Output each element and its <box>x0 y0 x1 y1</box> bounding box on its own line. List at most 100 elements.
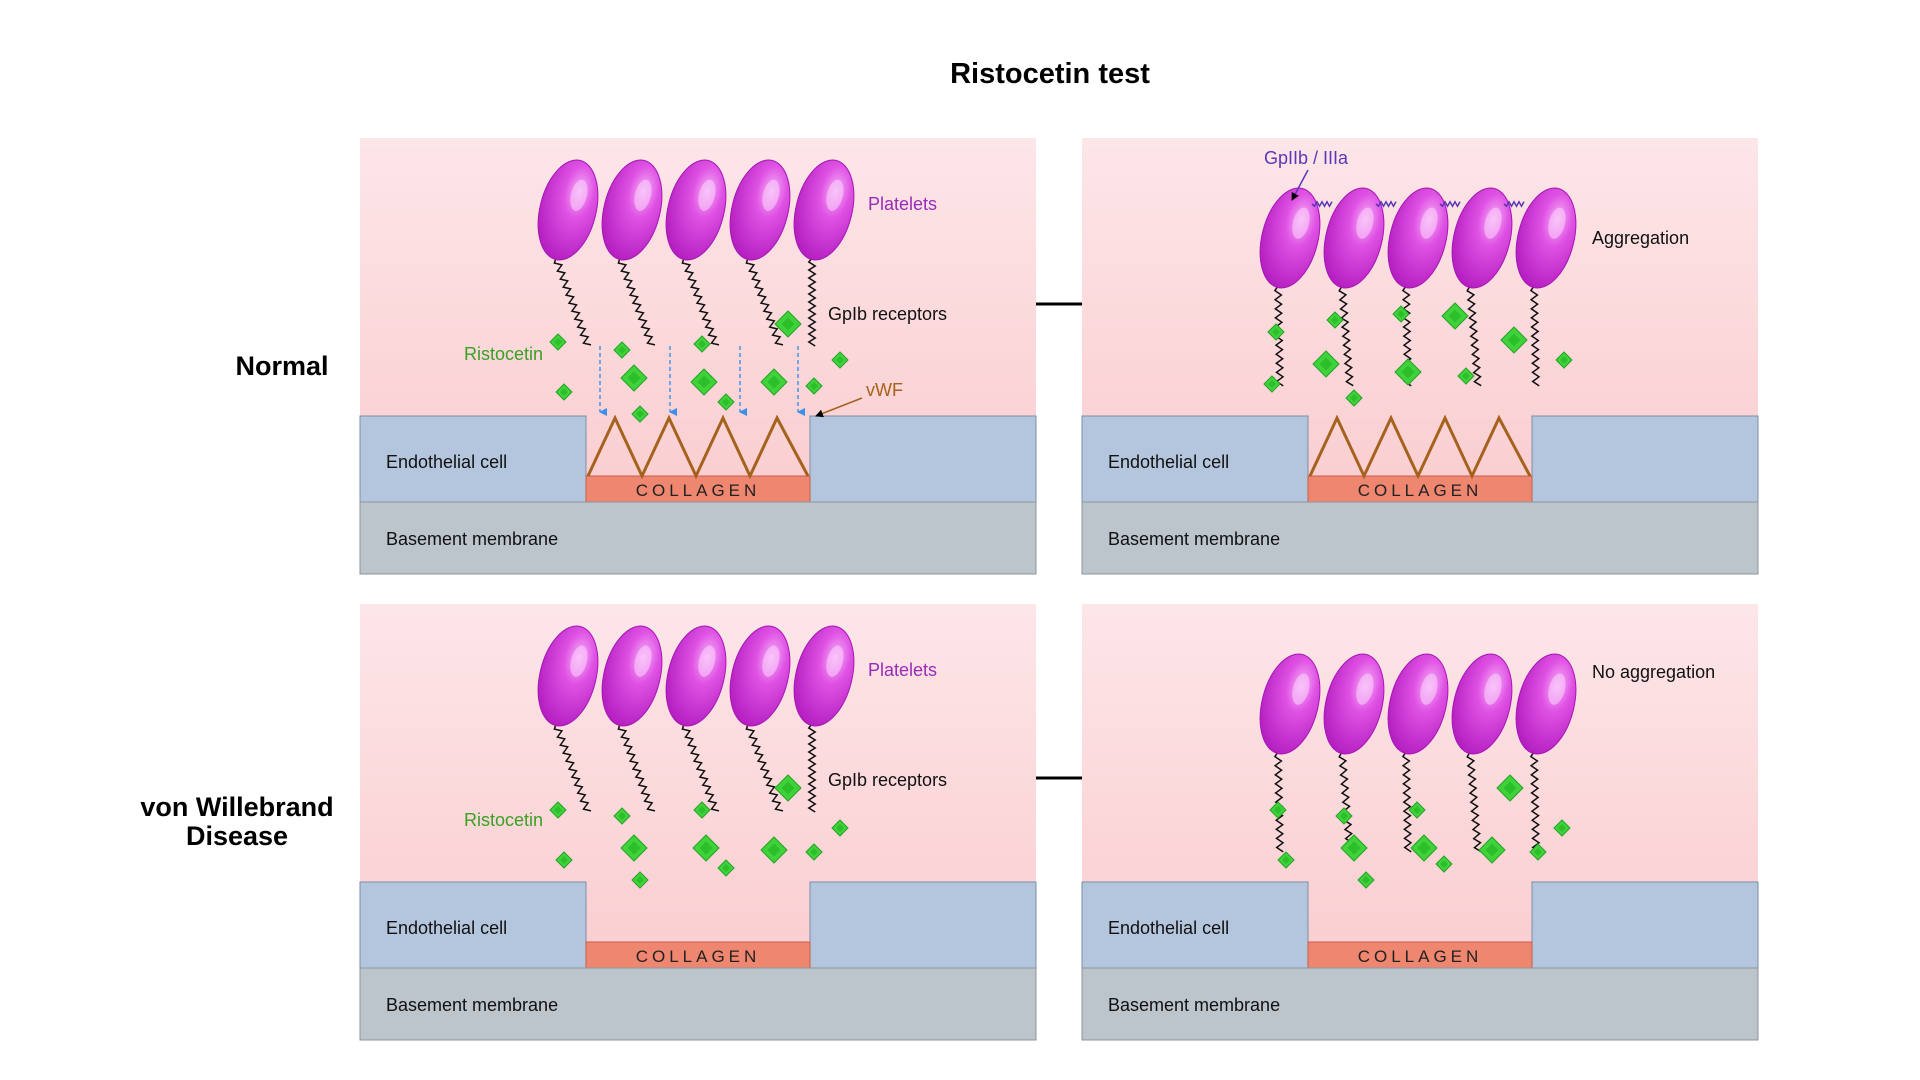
ristocetin-molecule <box>1263 375 1281 393</box>
gpib-receptor <box>681 257 720 346</box>
basement-membrane <box>1081 501 1759 575</box>
gpib-receptor <box>1273 751 1285 853</box>
ristocetin-molecule <box>1312 350 1340 378</box>
platelet <box>1515 187 1577 289</box>
ristocetin-molecule <box>692 834 720 862</box>
platelet <box>1515 653 1577 755</box>
aggregation-label: Aggregation <box>1592 228 1689 248</box>
gpib-receptor <box>1466 751 1482 853</box>
ristocetin-molecule <box>774 310 802 338</box>
ristocetin-molecule <box>1500 326 1528 354</box>
collagen-layer <box>585 941 811 969</box>
ristocetin-molecule <box>1435 855 1453 873</box>
basement-membrane-label: Basement membrane <box>386 529 558 549</box>
ristocetin-molecule <box>620 364 648 392</box>
gpib-receptors-label: GpIb receptors <box>828 304 947 324</box>
ristocetin-molecule <box>1394 358 1422 386</box>
basement-membrane <box>359 501 1037 575</box>
basement-membrane <box>359 967 1037 1041</box>
gpiib-iiia-link <box>1503 200 1525 208</box>
platelet <box>537 159 599 261</box>
ristocetin-molecule <box>1335 807 1353 825</box>
gpib-receptor <box>553 257 592 346</box>
gpib-receptors-label: GpIb receptors <box>828 770 947 790</box>
basement-membrane-label: Basement membrane <box>386 995 558 1015</box>
platelets-label: Platelets <box>868 660 937 680</box>
ristocetin-molecule <box>805 843 823 861</box>
ristocetin-molecule <box>1441 302 1469 330</box>
platelet <box>1451 653 1513 755</box>
ristocetin-molecule <box>1457 367 1475 385</box>
collagen-layer <box>1307 475 1533 503</box>
endothelial-cell-label: Endothelial cell <box>1108 452 1229 472</box>
collagen-label: COLLAGEN <box>636 947 761 966</box>
ristocetin-molecule <box>613 807 631 825</box>
ristocetin-molecule <box>717 859 735 877</box>
ristocetin-molecule <box>631 871 649 889</box>
ristocetin-molecule <box>1408 801 1426 819</box>
platelet <box>1387 653 1449 755</box>
platelet <box>1259 653 1321 755</box>
vwf-strand <box>586 414 810 480</box>
gpib-receptor <box>617 257 656 346</box>
platelet <box>729 625 791 727</box>
endothelial-cell-left <box>359 415 587 503</box>
ristocetin-molecule <box>549 801 567 819</box>
ristocetin-molecule <box>1555 351 1573 369</box>
endothelial-cell-right <box>809 881 1037 969</box>
endothelial-cell-left <box>1081 415 1309 503</box>
endothelial-cell-left <box>359 881 587 969</box>
ristocetin-molecule <box>1345 389 1363 407</box>
ristocetin-molecule <box>1269 801 1287 819</box>
platelet <box>601 625 663 727</box>
ristocetin-molecule <box>1553 819 1571 837</box>
gpib-receptor <box>745 257 784 346</box>
gpib-receptor <box>553 723 592 812</box>
ristocetin-molecule <box>613 341 631 359</box>
endothelial-cell-right <box>809 415 1037 503</box>
ristocetin-molecule <box>1529 843 1547 861</box>
gpib-receptor <box>617 723 656 812</box>
platelet <box>1323 187 1385 289</box>
platelet <box>1323 653 1385 755</box>
ristocetin-molecule <box>1496 774 1524 802</box>
platelet <box>537 625 599 727</box>
platelet <box>1259 187 1321 289</box>
gpib-receptor <box>1401 751 1413 853</box>
row-label-normal: Normal <box>235 351 328 381</box>
vwf-strand <box>1308 414 1532 480</box>
ristocetin-molecule <box>831 351 849 369</box>
gpib-receptor <box>1466 285 1482 387</box>
platelet <box>665 159 727 261</box>
ristocetin-molecule <box>1357 871 1375 889</box>
ristocetin-molecule <box>760 368 788 396</box>
ristocetin-molecule <box>1267 323 1285 341</box>
platelet <box>601 159 663 261</box>
ristocetin-molecule <box>693 335 711 353</box>
endothelial-cell-label: Endothelial cell <box>386 452 507 472</box>
ristocetin-label: Ristocetin <box>464 344 543 364</box>
endothelial-cell-label: Endothelial cell <box>386 918 507 938</box>
basement-membrane-label: Basement membrane <box>1108 995 1280 1015</box>
ristocetin-molecule <box>1478 836 1506 864</box>
gpiib-iiia-link <box>1439 200 1461 208</box>
ristocetin-molecule <box>831 819 849 837</box>
gpiib-iiia-link <box>1311 200 1333 208</box>
gpib-receptor <box>681 723 720 812</box>
gpiib-iiia-pointer <box>1291 169 1309 201</box>
ristocetin-molecule <box>805 377 823 395</box>
row-label-vwd-line1: von Willebrand <box>140 792 333 822</box>
gpib-receptor <box>1529 751 1541 853</box>
ristocetin-molecule <box>717 393 735 411</box>
no-aggregation-label: No aggregation <box>1592 662 1715 682</box>
platelet <box>1451 187 1513 289</box>
ristocetin-molecule <box>690 368 718 396</box>
gpib-receptor <box>1338 751 1354 853</box>
gpib-receptor <box>1529 285 1541 387</box>
vwf-label: vWF <box>866 380 903 400</box>
ristocetin-molecule <box>760 836 788 864</box>
platelet <box>793 159 855 261</box>
collagen-label: COLLAGEN <box>1358 481 1483 500</box>
vwf-pointer <box>815 397 863 418</box>
